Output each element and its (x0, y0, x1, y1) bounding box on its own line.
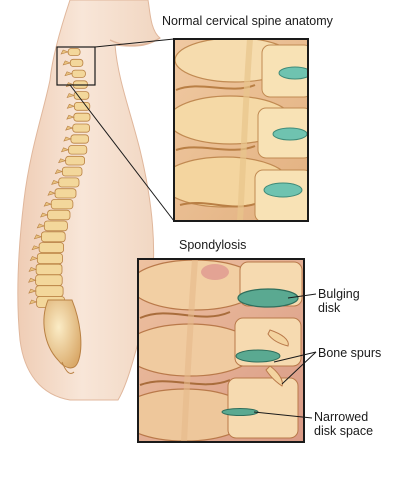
leader-line-top (94, 38, 175, 48)
spinous-process (58, 158, 67, 164)
vertebra (41, 231, 66, 243)
vertebra (58, 177, 80, 188)
vertebra (72, 123, 90, 133)
spinous-process (40, 212, 49, 218)
spinous-process (43, 201, 53, 207)
vertebra (54, 188, 77, 199)
vertebra (47, 209, 71, 221)
spinous-process (63, 136, 72, 142)
spinous-process (60, 147, 70, 153)
vertebra (70, 134, 89, 144)
bulging-disk-leader (287, 293, 317, 299)
vertebra (73, 102, 91, 111)
vertebra (36, 252, 63, 265)
spinous-process (60, 49, 70, 55)
vertebra (35, 285, 64, 297)
vertebra (38, 242, 64, 254)
vertebra (50, 199, 74, 210)
spinous-process (54, 169, 64, 175)
spinous-process (36, 223, 46, 229)
spinous-process (66, 114, 75, 120)
spinous-process (33, 234, 43, 240)
vertebra (65, 155, 85, 166)
narrowed-disk-space-label: Narrowed disk space (314, 410, 374, 438)
spinous-process (64, 71, 73, 77)
vertebra (69, 58, 84, 67)
spinous-process (62, 60, 72, 66)
spinous-process (51, 180, 60, 185)
spinous-process (28, 277, 37, 283)
spinous-process (66, 103, 76, 109)
spinous-process (29, 299, 38, 305)
vertebra (73, 112, 91, 122)
spinous-process (28, 267, 38, 272)
bulging-disk-label: Bulging disk (318, 287, 360, 315)
spinous-process (47, 190, 56, 196)
neck-zoom-box (56, 46, 96, 86)
vertebra (35, 263, 63, 276)
vertebra (43, 220, 68, 232)
spinous-process (28, 288, 37, 294)
narrowed-disk-leader (253, 411, 313, 419)
sacrum (43, 299, 82, 375)
vertebra (61, 166, 83, 177)
bone-spurs-leader-1 (273, 351, 317, 363)
vertebra (35, 274, 63, 286)
normal-spine-panel (173, 38, 309, 222)
spondylosis-panel (137, 258, 305, 443)
spinous-process (66, 93, 76, 98)
vertebra (68, 145, 88, 155)
bone-spurs-label: Bone spurs (318, 346, 382, 360)
bone-spurs-leader-2 (281, 351, 317, 385)
leader-line-bottom (69, 84, 175, 222)
spinous-process (29, 256, 39, 261)
spinous-process (31, 245, 41, 251)
vertebra (71, 69, 86, 78)
spinous-process (65, 125, 74, 131)
normal-spine-title: Normal cervical spine anatomy (162, 14, 333, 28)
spondylosis-title: Spondylosis (179, 238, 247, 252)
vertebra (67, 48, 81, 56)
